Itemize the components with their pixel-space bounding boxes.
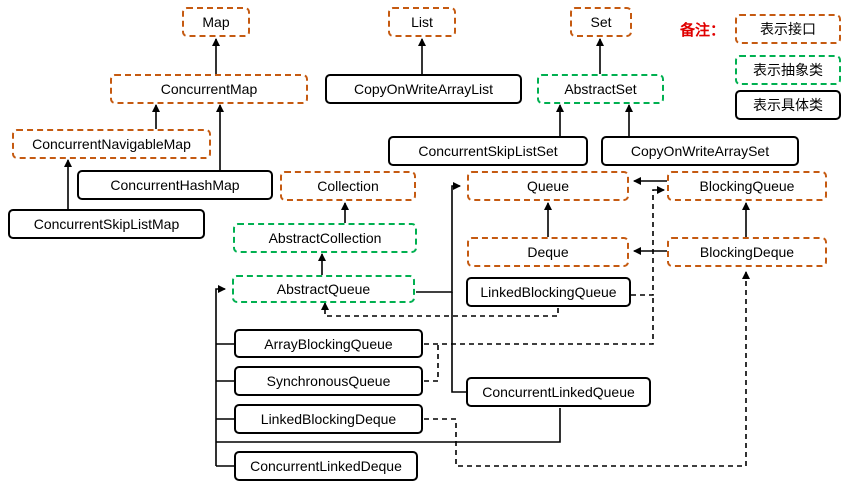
- concurrentskiplistmap-class-node: ConcurrentSkipListMap: [8, 209, 205, 239]
- edge-queue-to-collection: [416, 182, 461, 293]
- list-interface-node: List: [388, 7, 456, 37]
- blockingqueue-interface-node: BlockingQueue: [667, 171, 827, 201]
- concurrentskiplistset-class-node: ConcurrentSkipListSet: [388, 136, 588, 166]
- legend-title: 备注：: [680, 21, 726, 39]
- legend-abstract-class: 表示抽象类: [735, 55, 841, 85]
- set-interface-node: Set: [570, 7, 632, 37]
- edge-arrayblockingqueue-to-blockingqueue: [424, 295, 654, 345]
- synchronousqueue-class-node: SynchronousQueue: [234, 366, 423, 396]
- abstractcollection-abstract-node: AbstractCollection: [233, 223, 417, 253]
- copyonwritearraylist-class-node: CopyOnWriteArrayList: [325, 74, 522, 104]
- edge-linkedblockingdeque-to-concurrentlinkedqueue: [216, 408, 561, 443]
- concurrentnavigablemap-interface-node: ConcurrentNavigableMap: [12, 129, 211, 159]
- abstractset-abstract-node: AbstractSet: [537, 74, 664, 104]
- edge-concurrentlinkedqueue-trunk: [451, 292, 466, 393]
- queue-interface-node: Queue: [467, 171, 629, 201]
- concurrentlinkedqueue-class-node: ConcurrentLinkedQueue: [466, 377, 651, 407]
- map-interface-node: Map: [182, 7, 250, 37]
- edge-synchronousqueue-to-blockingqueue: [424, 344, 439, 382]
- legend-interface: 表示接口: [735, 14, 841, 44]
- edge-left-trunk-to-abstractqueue: [215, 285, 226, 466]
- edge-linkedblockingqueue-to-abstractqueue: [321, 302, 559, 317]
- concurrenthashmap-class-node: ConcurrentHashMap: [77, 170, 273, 200]
- abstractqueue-abstract-node: AbstractQueue: [232, 275, 415, 303]
- concurrentlinkeddeque-class-node: ConcurrentLinkedDeque: [234, 451, 418, 481]
- edge-linkedblockingdeque-to-blockingdeque: [424, 271, 750, 467]
- deque-interface-node: Deque: [467, 237, 629, 267]
- concurrentmap-interface-node: ConcurrentMap: [110, 74, 308, 104]
- legend-concrete-class: 表示具体类: [735, 90, 841, 120]
- linkedblockingqueue-class-node: LinkedBlockingQueue: [466, 277, 631, 307]
- linkedblockingdeque-class-node: LinkedBlockingDeque: [234, 404, 423, 434]
- arrayblockingqueue-class-node: ArrayBlockingQueue: [234, 329, 423, 358]
- collection-interface-node: Collection: [280, 171, 416, 201]
- copyonwritearrayset-class-node: CopyOnWriteArraySet: [601, 136, 799, 166]
- blockingdeque-interface-node: BlockingDeque: [667, 237, 827, 267]
- edge-linkedblockingqueue-to-blockingqueue: [631, 186, 665, 296]
